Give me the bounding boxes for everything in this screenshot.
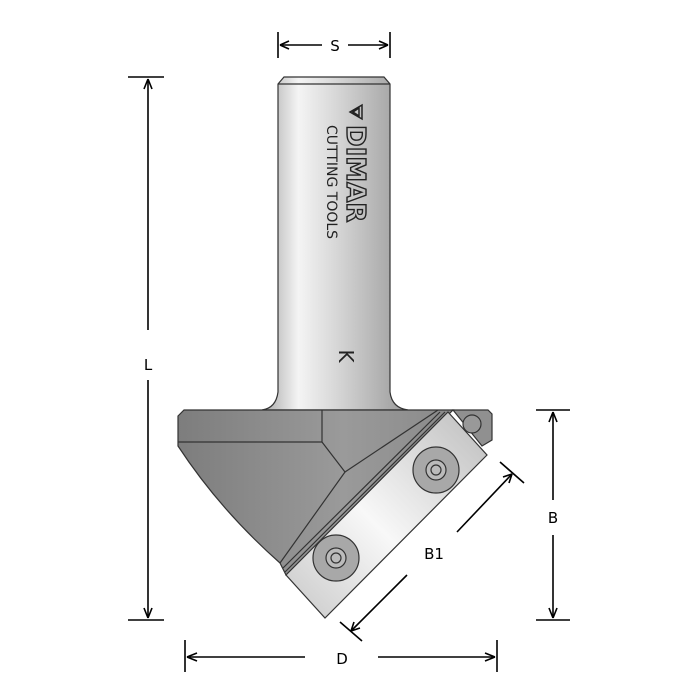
pin-icon bbox=[462, 414, 482, 434]
label-d: D bbox=[336, 650, 348, 668]
label-b: B bbox=[548, 509, 558, 527]
label-s: S bbox=[330, 37, 340, 55]
blade bbox=[285, 411, 488, 619]
dimension-b1: B1 bbox=[339, 461, 525, 642]
tagline-text: CUTTING TOOLS bbox=[323, 125, 339, 239]
shank: DIMAR CUTTING TOOLS K bbox=[261, 76, 409, 411]
dimension-s: S bbox=[277, 32, 391, 58]
dimension-d: D bbox=[184, 640, 498, 672]
label-l: L bbox=[144, 356, 153, 374]
mark-text: K bbox=[334, 349, 358, 363]
dimension-b: B bbox=[536, 409, 570, 621]
torx-screw-icon bbox=[312, 534, 360, 582]
label-b1: B1 bbox=[424, 545, 444, 563]
torx-screw-icon bbox=[412, 446, 460, 494]
dimar-logo: DIMAR CUTTING TOOLS bbox=[323, 103, 371, 239]
cutter-body bbox=[177, 409, 493, 577]
brand-text: DIMAR bbox=[340, 125, 370, 222]
dimension-l: L bbox=[128, 76, 164, 621]
